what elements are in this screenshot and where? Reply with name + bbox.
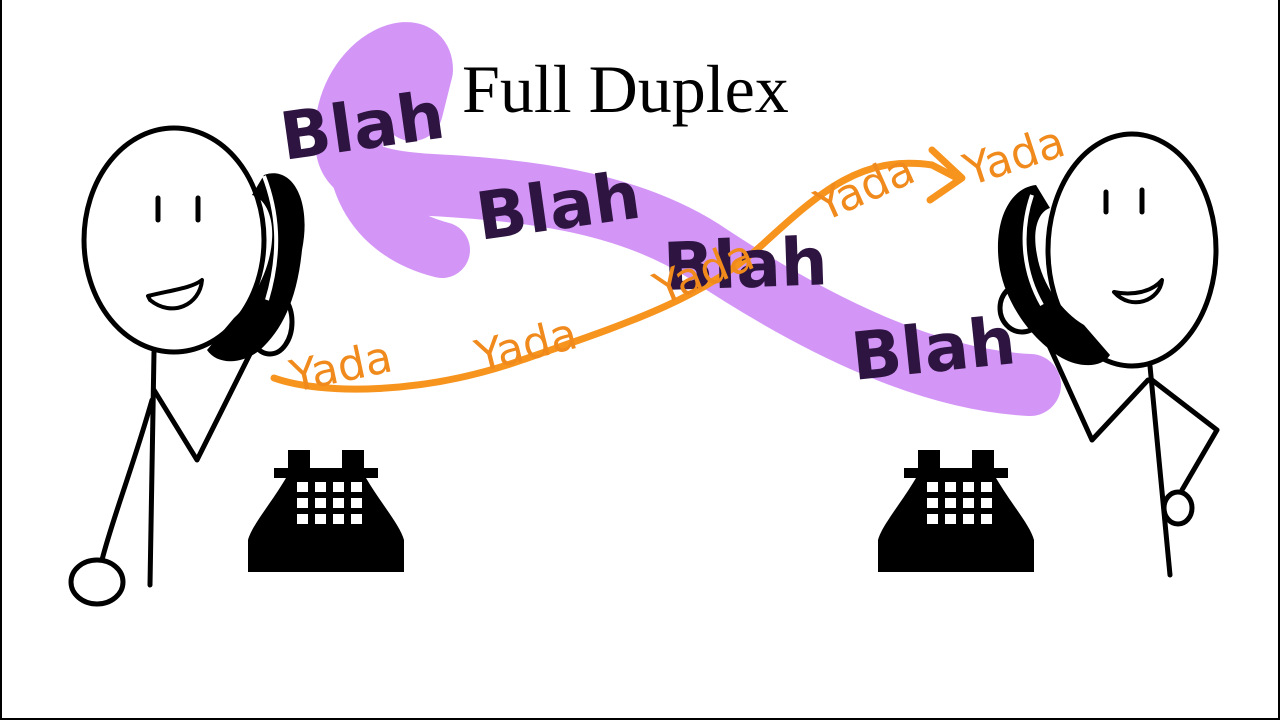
desk-telephone-keypad bbox=[927, 482, 992, 524]
yada-arrow-icon bbox=[926, 146, 966, 204]
desk-telephone-icon bbox=[248, 450, 404, 572]
left-person bbox=[68, 125, 295, 607]
right-person-right-hand bbox=[1161, 489, 1195, 527]
right-person-head bbox=[1045, 131, 1219, 369]
yada-label-4: Yada bbox=[807, 144, 922, 233]
left-person-left-hand bbox=[68, 557, 126, 607]
left-person-head bbox=[81, 125, 267, 355]
blah-label-4: Blah bbox=[848, 302, 1020, 396]
left-person-body bbox=[147, 349, 157, 588]
yada-label-2: Yada bbox=[469, 308, 582, 383]
desk-telephone-icon bbox=[878, 450, 1034, 572]
right-person-body bbox=[1147, 363, 1173, 578]
yada-label-1: Yada bbox=[285, 332, 397, 403]
yada-label-5: Yada bbox=[957, 116, 1071, 197]
blah-signal-band bbox=[314, 22, 1061, 416]
left-person-left-arm bbox=[99, 397, 155, 563]
right-person-left-arm bbox=[1039, 327, 1151, 443]
blah-label-3: Blah bbox=[662, 223, 829, 306]
diagram-title: Full Duplex bbox=[462, 51, 789, 127]
blah-arrow-icon bbox=[314, 22, 1061, 416]
phone-handset-icon bbox=[997, 185, 1110, 366]
yada-signal-line bbox=[270, 146, 966, 393]
phone-handset-icon bbox=[207, 173, 305, 362]
right-person-right-arm bbox=[1149, 377, 1220, 493]
left-person-smile bbox=[146, 278, 204, 311]
desk-telephone-keypad bbox=[297, 482, 362, 524]
right-person-smile bbox=[1112, 278, 1164, 305]
left-person-right-arm bbox=[151, 347, 255, 463]
